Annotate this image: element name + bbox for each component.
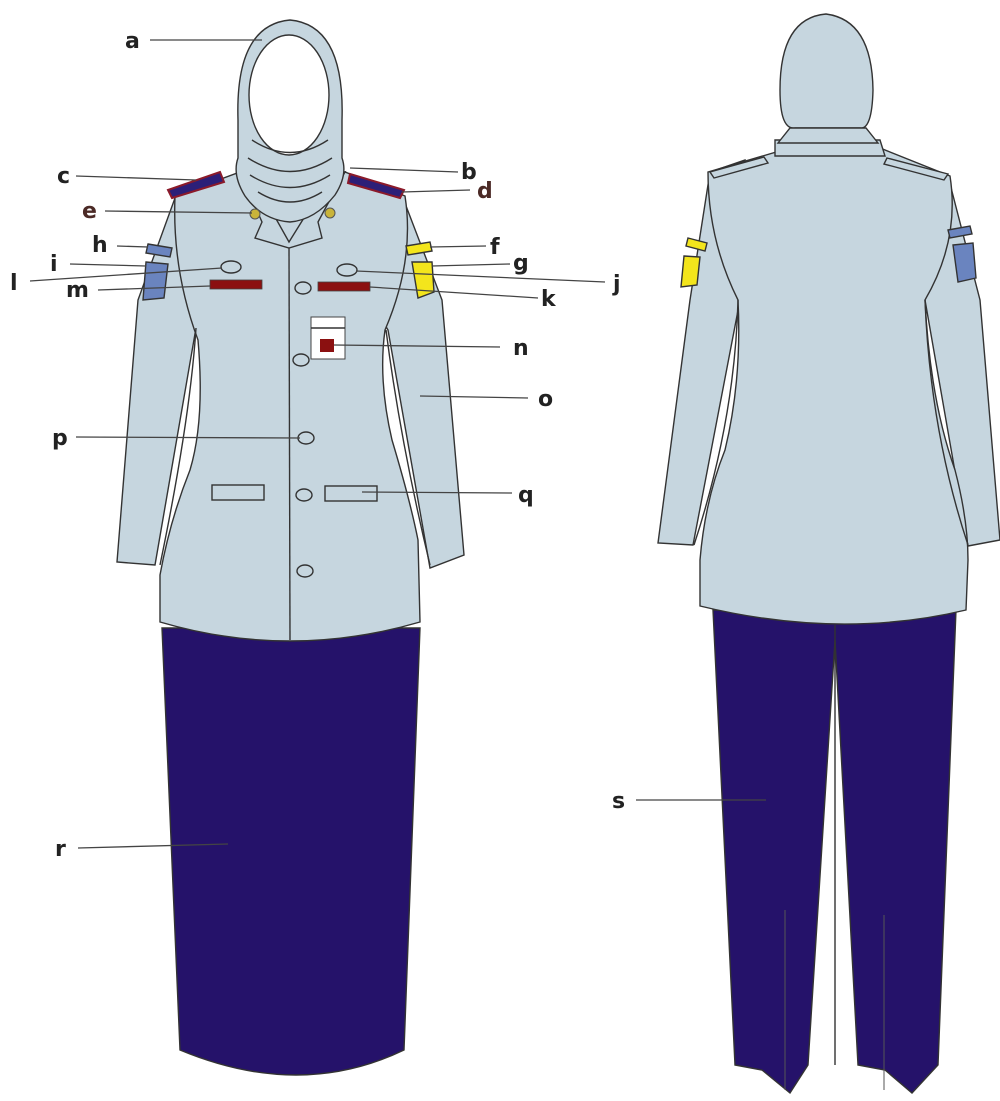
face-opening	[249, 35, 329, 155]
label-k: k	[541, 287, 557, 312]
id-badge	[311, 317, 345, 359]
pocket-flap-left	[212, 485, 264, 500]
label-i: i	[50, 252, 58, 277]
label-c: c	[57, 164, 70, 189]
label-h: h	[92, 233, 108, 258]
label-n: n	[513, 336, 529, 361]
front-skirt	[162, 628, 420, 1075]
back-figure	[658, 14, 1000, 1093]
pocket-flap-right	[325, 486, 377, 501]
front-blue-patch	[143, 262, 168, 300]
label-p: p	[52, 426, 68, 451]
label-s: s	[612, 789, 625, 814]
collar-pin-right	[325, 208, 335, 218]
back-yellow-patch	[681, 256, 700, 287]
label-f: f	[490, 235, 500, 260]
collar-pin-left	[250, 209, 260, 219]
label-m: m	[66, 278, 89, 303]
label-o: o	[538, 387, 553, 412]
back-hijab	[780, 14, 873, 128]
front-bar-left	[210, 280, 262, 289]
label-q: q	[518, 483, 534, 508]
label-l: l	[10, 271, 18, 296]
label-a: a	[125, 29, 140, 54]
front-bar-right	[318, 282, 370, 291]
front-figure	[117, 20, 464, 1075]
label-r: r	[55, 837, 66, 862]
label-e: e	[82, 199, 97, 224]
back-jacket	[700, 148, 968, 624]
label-j: j	[612, 272, 621, 297]
label-d: d	[477, 179, 493, 204]
label-g: g	[513, 251, 529, 276]
label-b: b	[461, 160, 477, 185]
id-badge-photo	[320, 339, 334, 352]
